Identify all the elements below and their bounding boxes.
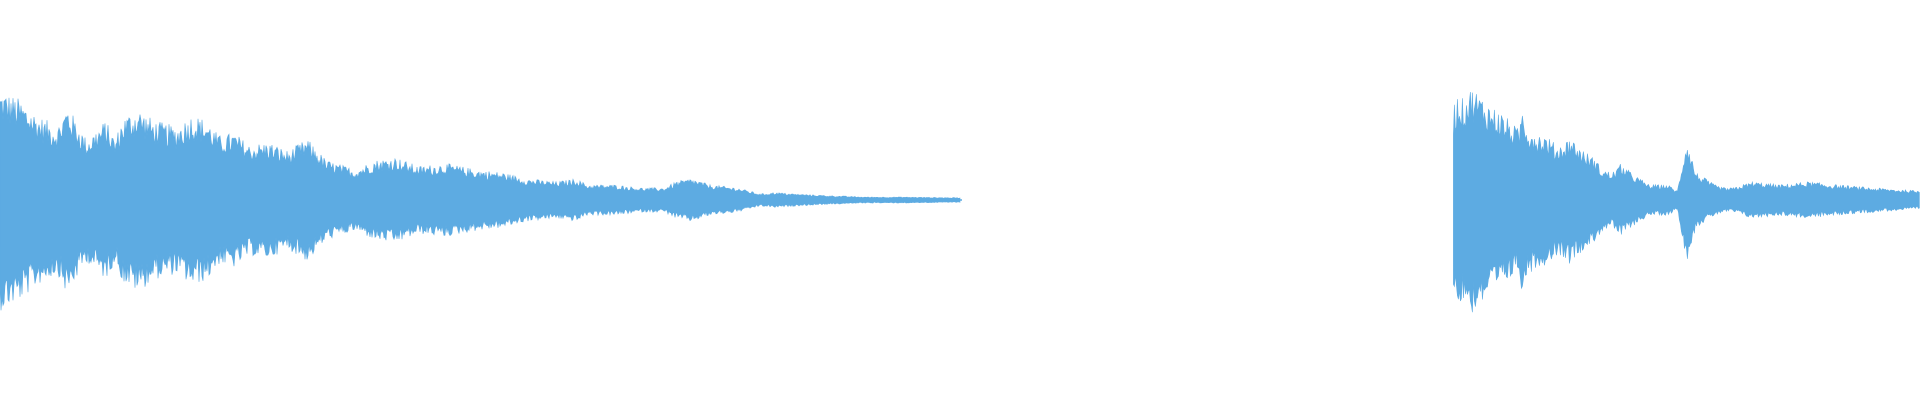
waveform-clip-2[interactable] <box>1453 91 1920 313</box>
waveform-group <box>0 91 1920 313</box>
waveform-clip-1[interactable] <box>0 97 961 311</box>
